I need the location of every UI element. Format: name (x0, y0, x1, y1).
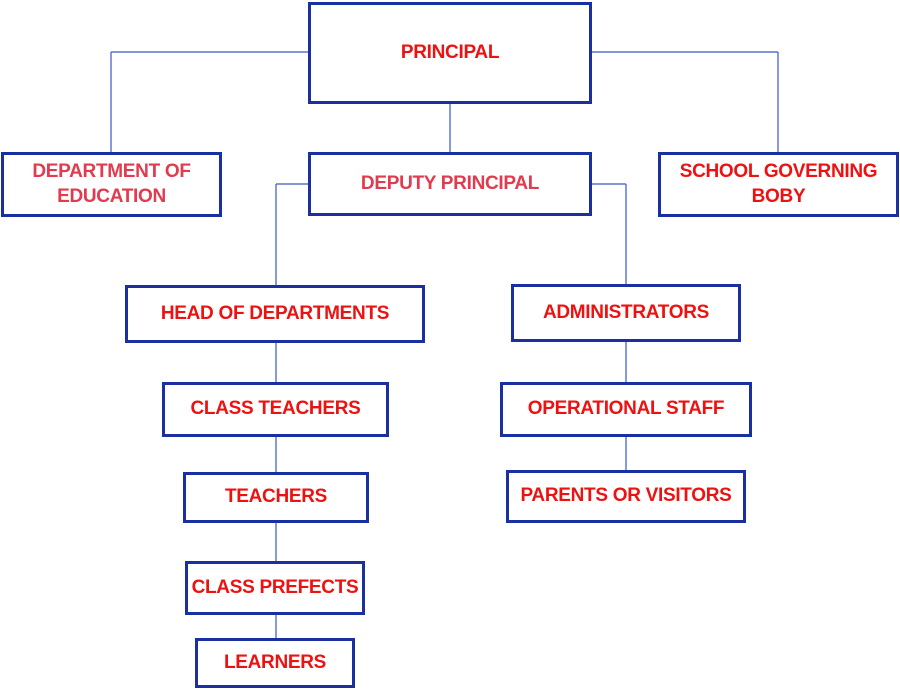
learners-box: LEARNERS (195, 638, 355, 688)
teachers-label: TEACHERS (224, 486, 328, 508)
learners-label: LEARNERS (223, 651, 327, 673)
class-teachers-label: CLASS TEACHERS (190, 398, 361, 420)
parents-or-visitors-box: PARENTS OR VISITORS (506, 470, 746, 523)
school-governing-body-label: SCHOOL GOVERNING BOBY (679, 160, 878, 207)
administrators-box: ADMINISTRATORS (511, 284, 741, 342)
class-prefects-box: CLASS PREFECTS (185, 561, 365, 615)
deputy-principal-label: DEPUTY PRINCIPAL (360, 172, 540, 194)
parents-or-visitors-label: PARENTS OR VISITORS (520, 485, 732, 507)
principal-label: PRINCIPAL (400, 41, 500, 63)
department-of-education-label: DEPARTMENT OF EDUCATION (32, 160, 191, 207)
head-of-departments-box: HEAD OF DEPARTMENTS (125, 285, 425, 343)
class-teachers-box: CLASS TEACHERS (162, 382, 389, 437)
deputy-principal-box: DEPUTY PRINCIPAL (308, 152, 592, 216)
school-governing-body-box: SCHOOL GOVERNING BOBY (658, 152, 899, 217)
principal-box: PRINCIPAL (308, 2, 592, 104)
head-of-departments-label: HEAD OF DEPARTMENTS (160, 302, 390, 324)
department-of-education-box: DEPARTMENT OF EDUCATION (1, 152, 222, 217)
class-prefects-label: CLASS PREFECTS (191, 576, 359, 598)
teachers-box: TEACHERS (183, 472, 369, 523)
operational-staff-label: OPERATIONAL STAFF (527, 398, 725, 420)
administrators-label: ADMINISTRATORS (542, 301, 710, 323)
operational-staff-box: OPERATIONAL STAFF (500, 382, 752, 437)
